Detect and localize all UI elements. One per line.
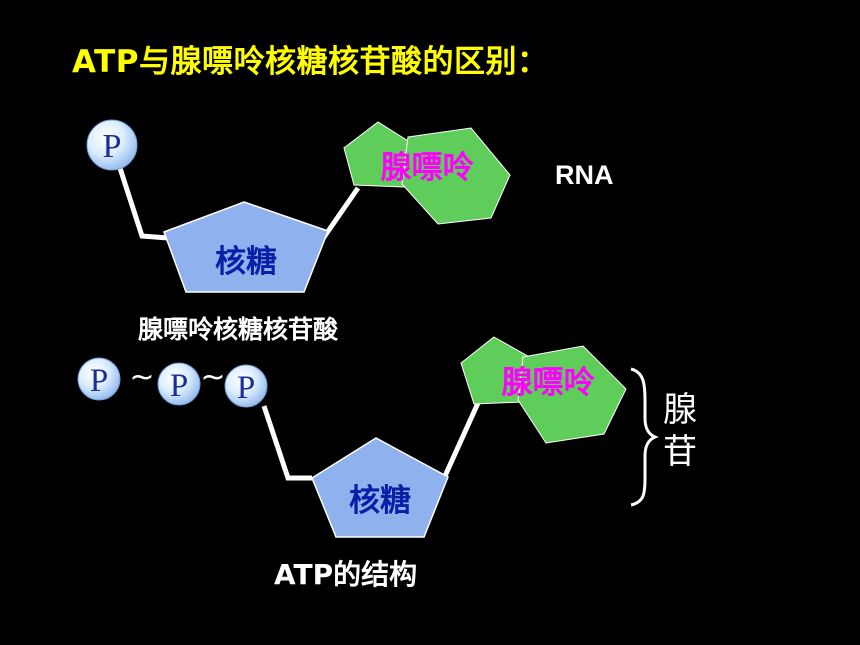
adenine-pentagon-ring [460, 336, 534, 405]
phosphate-sugar-bond [116, 164, 169, 241]
phosphate-label: P [103, 128, 122, 165]
nucleotide-caption: 腺嘌呤核糖核苷酸 [138, 315, 339, 344]
sugar-base-bond [442, 401, 481, 478]
atp-caption: ATP的结构 [274, 558, 418, 591]
adenosine-label: 腺苷 [663, 390, 697, 472]
adenosine-brace [630, 367, 659, 507]
rna-label: RNA [555, 160, 614, 190]
gamma-phosphate-circle [224, 364, 268, 408]
alpha-phosphate-circle [77, 357, 121, 401]
phosphate-circle [86, 119, 138, 171]
adenine-hexagon-ring [517, 345, 627, 444]
page-title: ATP与腺嘌呤核糖核苷酸的区别： [72, 44, 549, 80]
beta-phosphate-circle [157, 362, 201, 406]
adenine-label: 腺嘌呤 [502, 365, 596, 401]
phosphate-label: P [90, 363, 108, 399]
ribose-label: 核糖 [215, 244, 277, 280]
adenine-label: 腺嘌呤 [381, 150, 475, 186]
atp-diagram: P ~ P ~ P 核糖 腺嘌呤 [77, 336, 659, 538]
nucleotide-diagram: P 核糖 腺嘌呤 [86, 119, 511, 293]
ribose-pentagon [163, 201, 329, 293]
ribose-label: 核糖 [349, 483, 411, 519]
high-energy-bond-1: ~ [129, 360, 154, 395]
ribose-pentagon [311, 437, 449, 538]
high-energy-bond-2: ~ [200, 360, 225, 395]
phosphate-sugar-bond [261, 405, 312, 481]
adenine-hexagon-ring [401, 127, 511, 225]
phosphate-label: P [237, 370, 255, 406]
phosphate-label: P [170, 368, 188, 404]
